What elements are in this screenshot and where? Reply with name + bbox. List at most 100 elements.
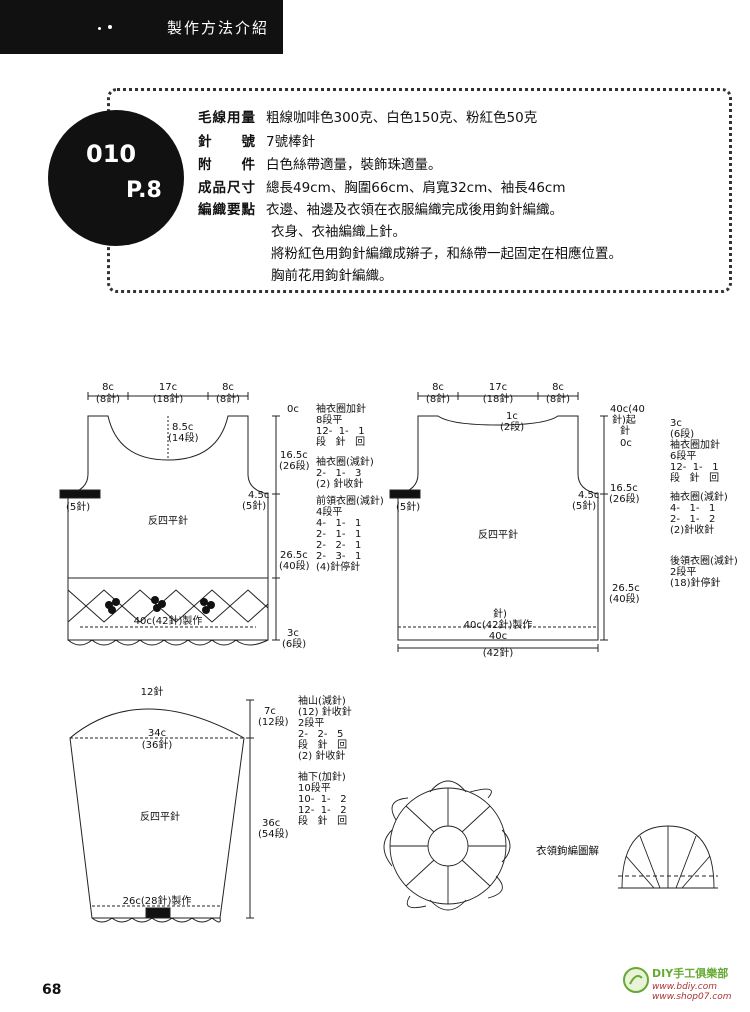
- crochet-edge-diagram: [618, 825, 718, 889]
- front-armhole: (5針): [242, 501, 267, 512]
- back-dim: 8c: [432, 382, 444, 393]
- sleeve-bottom-label: 26c(28針)製作: [122, 896, 192, 907]
- back-dim: (8針): [425, 394, 451, 405]
- spec-continuation: 將粉紅色用鉤針編織成辮子，和絲帶一起固定在相應位置。: [271, 246, 622, 262]
- spec-row-yarn: 毛線用量粗線咖啡色300克、白色150克、粉紅色50克: [198, 106, 537, 126]
- front-dim: (18針): [152, 394, 184, 405]
- back-note-neck-decrease: 後領衣圈(減針) 2段平 (18)針停針: [670, 556, 738, 589]
- front-note-neck-decrease: 前領衣圈(減針) 4段平 4- 1- 1 2- 1- 1 2- 2- 1 2- …: [316, 496, 384, 573]
- front-note-sleeve-increase: 袖衣圈加針 8段平 12- 1- 1 段 針 回: [316, 404, 366, 448]
- crochet-flower-diagram: [383, 780, 511, 911]
- back-dim: (8針): [545, 394, 571, 405]
- spec-continuation: 衣身、衣袖編織上針。: [271, 224, 406, 240]
- spec-continuation: 胸前花用鉤針編織。: [271, 268, 393, 284]
- back-left-side: (5針): [396, 502, 421, 513]
- crochet-diagram-label: 衣領鉤編圖解: [536, 845, 599, 857]
- back-neck-mid: (2段): [500, 422, 525, 433]
- spec-value: 總長49cm、胸圍66cm、肩寬32cm、袖長46cm: [266, 180, 566, 196]
- spec-label: 成品尺寸: [198, 180, 256, 196]
- watermark-url: www.bdiy.com www.shop07.com: [652, 982, 732, 1002]
- spec-value: 衣邊、袖邊及衣領在衣服編織完成後用鉤針編織。: [266, 202, 563, 218]
- watermark-logo-icon: [623, 967, 649, 993]
- front-neck-depth: 8.5c: [172, 422, 194, 433]
- front-dim: (8針): [215, 394, 241, 405]
- watermark-title: DIY手工俱樂部: [652, 967, 729, 980]
- front-flower-motifs: [105, 596, 215, 614]
- front-body-label: 反四平針: [148, 516, 188, 527]
- sleeve-width: (36針): [141, 740, 173, 751]
- front-ribbon-marker: [59, 489, 101, 499]
- front-right-dim: (6段): [282, 639, 307, 650]
- back-right-dim: 0c: [620, 438, 632, 449]
- back-dim: (18針): [482, 394, 514, 405]
- front-dim: 8c: [102, 382, 114, 393]
- sleeve-right-dim: 7c: [264, 706, 276, 717]
- back-dim: 8c: [552, 382, 564, 393]
- front-dim: 17c: [158, 382, 178, 393]
- spec-row-accessories: 附 件白色絲帶適量，裝飾珠適量。: [198, 153, 442, 173]
- decor-dot: [98, 27, 101, 30]
- front-left-side: (5針): [66, 502, 91, 513]
- front-note-sleeve-decrease: 袖衣圈(減針) 2- 1- 3 (2) 針收針: [316, 457, 374, 490]
- back-armhole: 4.5c: [578, 490, 600, 501]
- sleeve-marker: [145, 907, 171, 919]
- front-armhole: 4.5c: [248, 490, 270, 501]
- front-dim: (8針): [95, 394, 121, 405]
- front-right-dim: 3c: [287, 628, 299, 639]
- sleeve-right-dim: 36c: [262, 818, 281, 829]
- pattern-page: P.8: [126, 178, 162, 203]
- back-body-label: 反四平針: [478, 530, 518, 541]
- sleeve-body-label: 反四平針: [140, 812, 180, 823]
- back-ribbon-marker: [389, 489, 421, 499]
- sleeve-outline: [69, 699, 254, 923]
- back-right-dim: (40段): [609, 594, 640, 605]
- spec-label: 附 件: [198, 157, 256, 173]
- spec-row-tips: 編織要點衣邊、袖邊及衣領在衣服編織完成後用鉤針編織。: [198, 198, 563, 218]
- spec-label: 編織要點: [198, 202, 256, 218]
- back-bottom-label: 40c(42針)製作: [463, 620, 533, 631]
- sleeve-top-label: 12針: [140, 687, 164, 698]
- back-right-dim: 16.5c: [610, 483, 638, 494]
- front-neck-depth: (14段): [168, 433, 199, 444]
- spec-row-needle: 針 號 7號棒針: [198, 130, 315, 150]
- back-right-dim: 針)起: [612, 415, 636, 426]
- pattern-badge: 010 P.8: [48, 110, 184, 246]
- back-bottom-label: (42針): [482, 648, 514, 659]
- back-right-dim: 26.5c: [612, 583, 640, 594]
- header-bar: 製作方法介紹: [0, 0, 283, 54]
- decor-dot: [108, 25, 112, 29]
- sleeve-note-underarm: 袖下(加針) 10段平 10- 1- 2 12- 1- 2 段 針 回: [298, 772, 348, 827]
- front-right-dim: (40段): [279, 561, 310, 572]
- pattern-number: 010: [86, 140, 137, 168]
- sleeve-width: 34c: [147, 728, 167, 739]
- front-right-dim: 16.5c: [280, 450, 308, 461]
- spec-row-size: 成品尺寸總長49cm、胸圍66cm、肩寬32cm、袖長46cm: [198, 176, 566, 196]
- spec-label: 毛線用量: [198, 110, 256, 126]
- header-title: 製作方法介紹: [166, 19, 269, 37]
- back-bottom-label: 40c: [488, 631, 508, 642]
- back-bottom-label: 針): [493, 609, 507, 620]
- back-dim: 17c: [488, 382, 508, 393]
- back-note-sleeve-decrease: 袖衣圈(減針) 4- 1- 1 2- 1- 2 (2)針收針: [670, 492, 728, 536]
- back-armhole: (5針): [572, 501, 597, 512]
- spec-value: 白色絲帶適量，裝飾珠適量。: [266, 157, 442, 173]
- page-number: 68: [42, 982, 62, 998]
- spec-value: 粗線咖啡色300克、白色150克、粉紅色50克: [266, 110, 538, 126]
- front-bottom-label: 40c(42針)製作: [133, 616, 203, 627]
- front-right-dim: 26.5c: [280, 550, 308, 561]
- front-right-dim: (26段): [279, 461, 310, 472]
- spec-value: 7號棒針: [266, 134, 316, 150]
- back-right-dim: (26段): [609, 494, 640, 505]
- sleeve-right-dim: (54段): [258, 829, 289, 840]
- sleeve-right-dim: (12段): [258, 717, 289, 728]
- back-note-sleeve-increase: 3c (6段) 袖衣圈加針 6段平 12- 1- 1 段 針 回: [670, 418, 720, 484]
- watermark: DIY手工俱樂部 www.bdiy.com www.shop07.com: [622, 962, 740, 1002]
- front-right-dim: 0c: [287, 404, 299, 415]
- back-right-dim: 針: [620, 426, 630, 437]
- back-right-dim: 40c(40: [610, 404, 645, 415]
- sleeve-note-cap: 袖山(減針) (12) 針收針 2段平 2- 2- 5 段 針 回 (2) 針收…: [298, 696, 352, 762]
- back-neck-mid: 1c: [506, 411, 518, 422]
- spec-label: 針 號: [198, 134, 256, 150]
- front-dim: 8c: [222, 382, 234, 393]
